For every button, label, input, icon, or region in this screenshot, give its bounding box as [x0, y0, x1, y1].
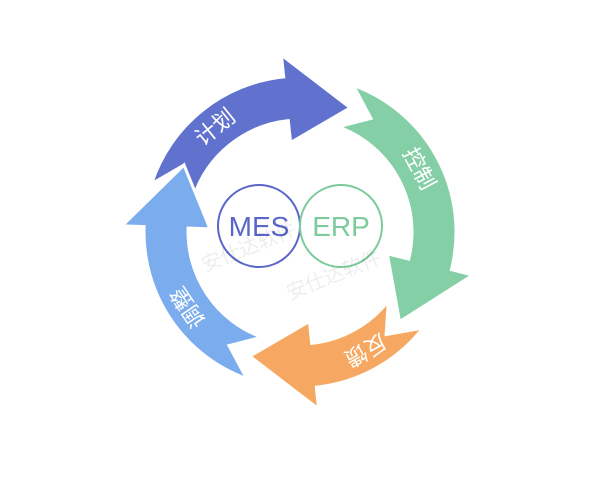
cycle-arrow	[148, 51, 353, 203]
watermark-text: 安仕达软件	[283, 245, 385, 305]
cycle-arrow	[333, 82, 477, 325]
mes-label: MES	[229, 211, 290, 242]
center-circles: MES ERP	[217, 184, 383, 268]
cycle-arrow	[118, 162, 267, 382]
cycle-arrows	[118, 51, 477, 413]
erp-circle	[299, 184, 383, 268]
erp-label: ERP	[312, 211, 370, 242]
cycle-arrow	[247, 296, 427, 413]
